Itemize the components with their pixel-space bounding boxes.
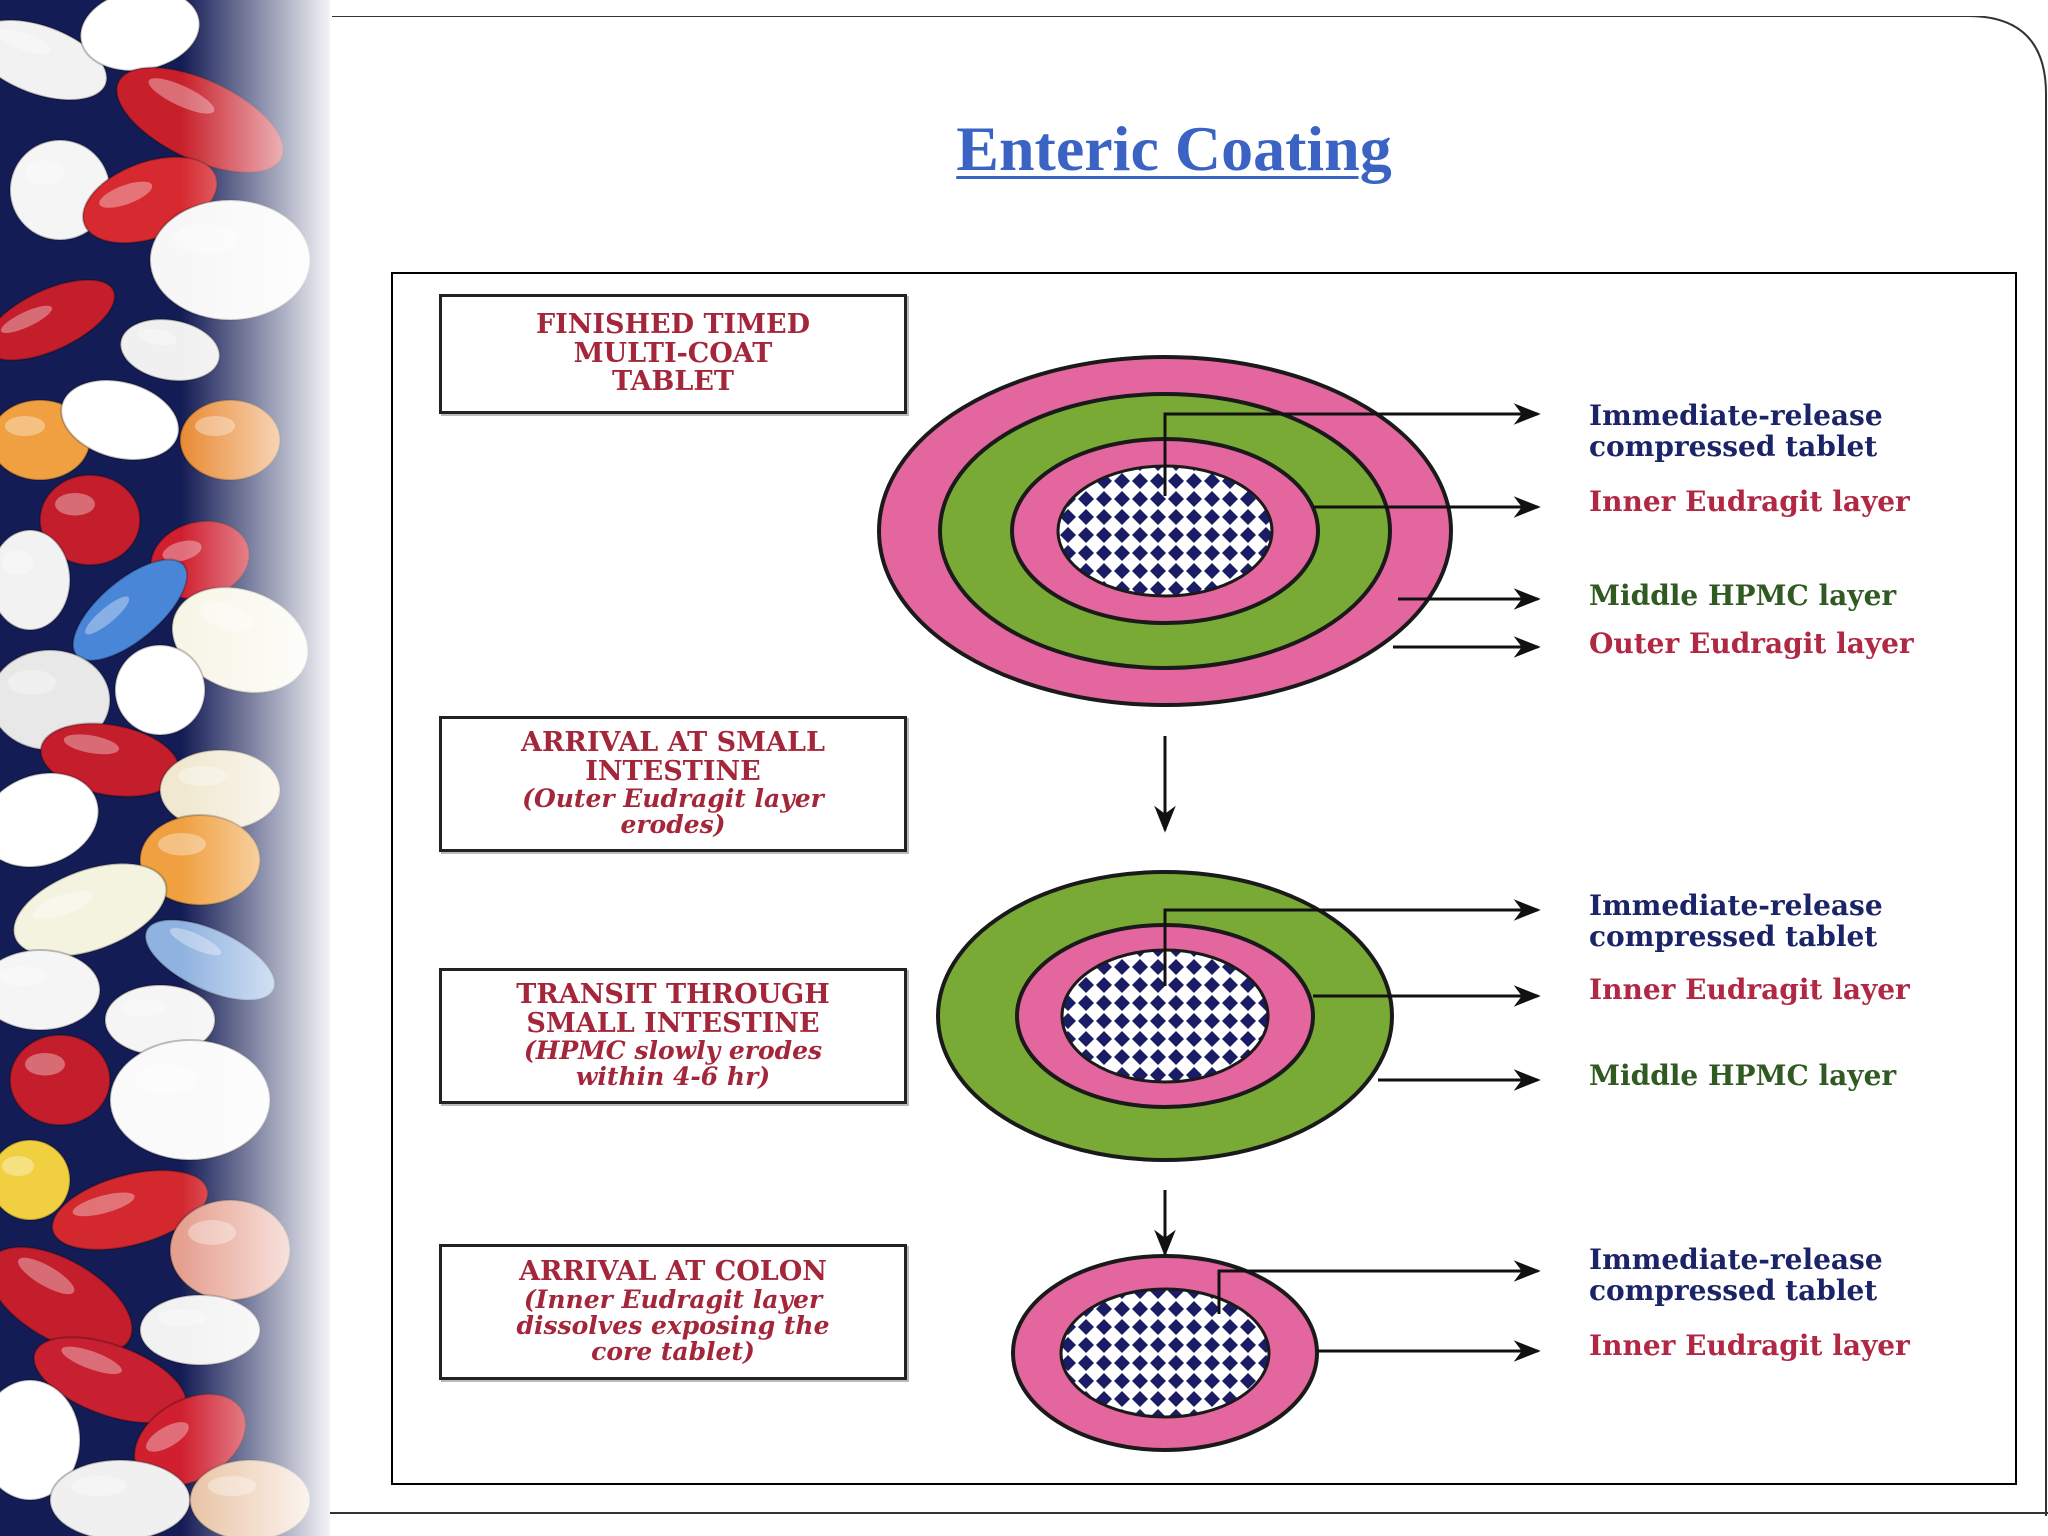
stage-box-colon-arrival: ARRIVAL AT COLON (Inner Eudragit layer d…	[439, 1244, 907, 1380]
tablet-colon	[1011, 1254, 1319, 1452]
stage-4-heading: ARRIVAL AT COLON	[519, 1256, 827, 1288]
stage-box-finished-tablet: FINISHED TIMED MULTI-COAT TABLET	[439, 294, 907, 414]
label-middle-hpmc-1: Middle HPMC layer	[1589, 579, 1897, 612]
slide-frame	[330, 15, 2048, 1516]
stage-3-detail: (HPMC slowly erodes within 4-6 hr)	[523, 1036, 823, 1092]
pills-background-image	[0, 0, 330, 1536]
label-inner-eudragit-3: Inner Eudragit layer	[1589, 1329, 1910, 1362]
enteric-coating-diagram: FINISHED TIMED MULTI-COAT TABLET ARRIVAL…	[391, 272, 2017, 1485]
stage-box-small-intestine-transit: TRANSIT THROUGH SMALL INTESTINE (HPMC sl…	[439, 968, 907, 1104]
label-inner-eudragit-1: Inner Eudragit layer	[1589, 485, 1910, 518]
diagram-graphics	[877, 355, 1541, 1452]
label-core-tablet-1: Immediate-release compressed tablet	[1589, 399, 1883, 464]
tablet-1-leader-lines	[1163, 403, 1541, 658]
label-inner-eudragit-2: Inner Eudragit layer	[1589, 973, 1910, 1006]
stage-2-heading: ARRIVAL AT SMALL INTESTINE	[521, 727, 825, 787]
label-core-tablet-2: Immediate-release compressed tablet	[1589, 889, 1883, 954]
stage-4-detail: (Inner Eudragit layer dissolves exposing…	[516, 1284, 830, 1367]
stage-1-heading: FINISHED TIMED MULTI-COAT TABLET	[535, 309, 811, 398]
tablet-3-leader-lines	[1217, 1260, 1541, 1362]
tablet-2-leader-lines	[1163, 899, 1541, 1091]
label-outer-eudragit-1: Outer Eudragit layer	[1589, 627, 1914, 660]
pills-photo	[0, 0, 330, 1536]
tablet-small-intestine	[936, 870, 1394, 1162]
stage-3-heading: TRANSIT THROUGH SMALL INTESTINE	[516, 979, 830, 1039]
slide-title: Enteric Coating	[956, 113, 1392, 184]
label-core-tablet-3: Immediate-release compressed tablet	[1589, 1243, 1883, 1308]
stage-2-detail: (Outer Eudragit layer erodes)	[522, 784, 824, 840]
label-middle-hpmc-2: Middle HPMC layer	[1589, 1059, 1897, 1092]
tablet-finished-multicoat	[877, 355, 1453, 707]
stage-box-small-intestine-arrival: ARRIVAL AT SMALL INTESTINE (Outer Eudrag…	[439, 716, 907, 852]
